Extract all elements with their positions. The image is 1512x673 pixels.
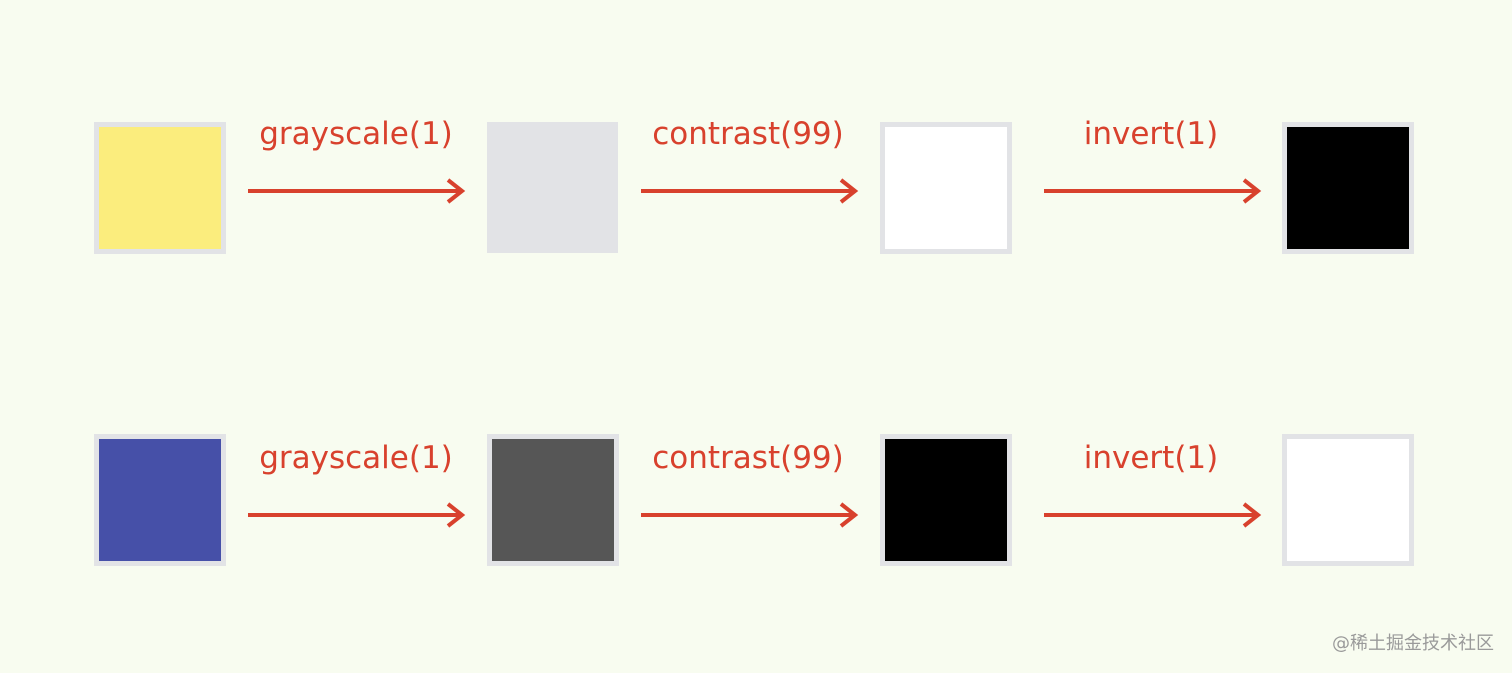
- watermark: @稀土掘金技术社区: [1332, 633, 1494, 654]
- row1-step-3-label: invert(1): [1083, 116, 1219, 152]
- row2-step-1-label: grayscale(1): [259, 440, 453, 476]
- row1-swatch-1: [94, 122, 226, 254]
- row2-arrow-3: [1044, 502, 1262, 528]
- row1-arrow-3: [1044, 178, 1262, 204]
- row1-arrow-2: [641, 178, 859, 204]
- row2-swatch-2: [487, 434, 619, 566]
- row2-step-2-label: contrast(99): [652, 440, 844, 476]
- row1-swatch-2: [487, 122, 618, 253]
- row1-step-1-label: grayscale(1): [259, 116, 453, 152]
- row1-swatch-4: [1282, 122, 1414, 254]
- row2-swatch-4: [1282, 434, 1414, 566]
- row1-arrow-1: [248, 178, 466, 204]
- row2-swatch-1: [94, 434, 226, 566]
- row2-step-3-label: invert(1): [1083, 440, 1219, 476]
- row1-swatch-3: [880, 122, 1012, 254]
- row2-arrow-2: [641, 502, 859, 528]
- row2-swatch-3: [880, 434, 1012, 566]
- row2-arrow-1: [248, 502, 466, 528]
- row1-step-2-label: contrast(99): [652, 116, 844, 152]
